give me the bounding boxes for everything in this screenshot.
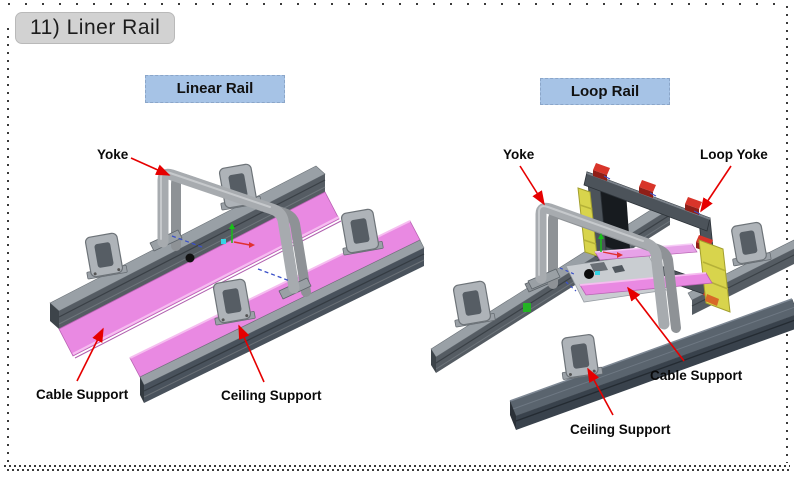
loop-yoke-arrow xyxy=(700,165,732,213)
linear-cable-support-label: Cable Support xyxy=(36,387,129,402)
loop-ceiling-support-label: Ceiling Support xyxy=(570,422,671,437)
loop-rail-diagram xyxy=(430,163,794,430)
ceiling-support-bracket xyxy=(84,232,128,280)
ceiling-support-arrow xyxy=(587,367,614,416)
loop-rail-header: Loop Rail xyxy=(540,78,670,105)
linear-rail-header: Linear Rail xyxy=(145,75,285,103)
linear-ceiling-support-label: Ceiling Support xyxy=(221,388,322,403)
ceiling-support-bracket xyxy=(561,334,603,380)
origin-axis-triad xyxy=(171,223,291,282)
page-border-right xyxy=(786,6,788,463)
yoke-arrow xyxy=(519,165,545,206)
callout-arrows xyxy=(76,157,732,416)
cable-support-tray xyxy=(58,191,342,359)
linear-front-rail xyxy=(139,239,425,403)
yoke-arch xyxy=(527,202,681,333)
ceiling-support-bracket xyxy=(212,278,256,326)
origin-axis-triad xyxy=(559,233,623,292)
loop-loop-yoke-label: Loop Yoke xyxy=(700,147,768,162)
green-carriage-marker xyxy=(523,303,531,312)
cable-support-arrow xyxy=(76,327,104,382)
ceiling-support-bracket xyxy=(731,221,772,267)
yoke-arch xyxy=(149,168,312,300)
ceiling-support-arrow xyxy=(238,324,265,383)
loop-front-rail xyxy=(509,298,794,430)
loop-cable-support-label: Cable Support xyxy=(650,368,743,383)
page-title: 11) Liner Rail xyxy=(15,12,176,44)
loop-yoke-label: Yoke xyxy=(503,147,535,162)
linear-yoke-label: Yoke xyxy=(97,147,129,162)
linear-rail-diagram xyxy=(49,163,425,403)
yoke-arrow xyxy=(130,157,171,176)
page-border-bottom xyxy=(4,465,790,472)
cable-support-arrow xyxy=(627,286,685,362)
page-border-top xyxy=(8,3,784,5)
page-border-left xyxy=(7,28,9,463)
ceiling-support-bracket xyxy=(340,208,384,256)
ceiling-support-bracket xyxy=(452,280,496,328)
